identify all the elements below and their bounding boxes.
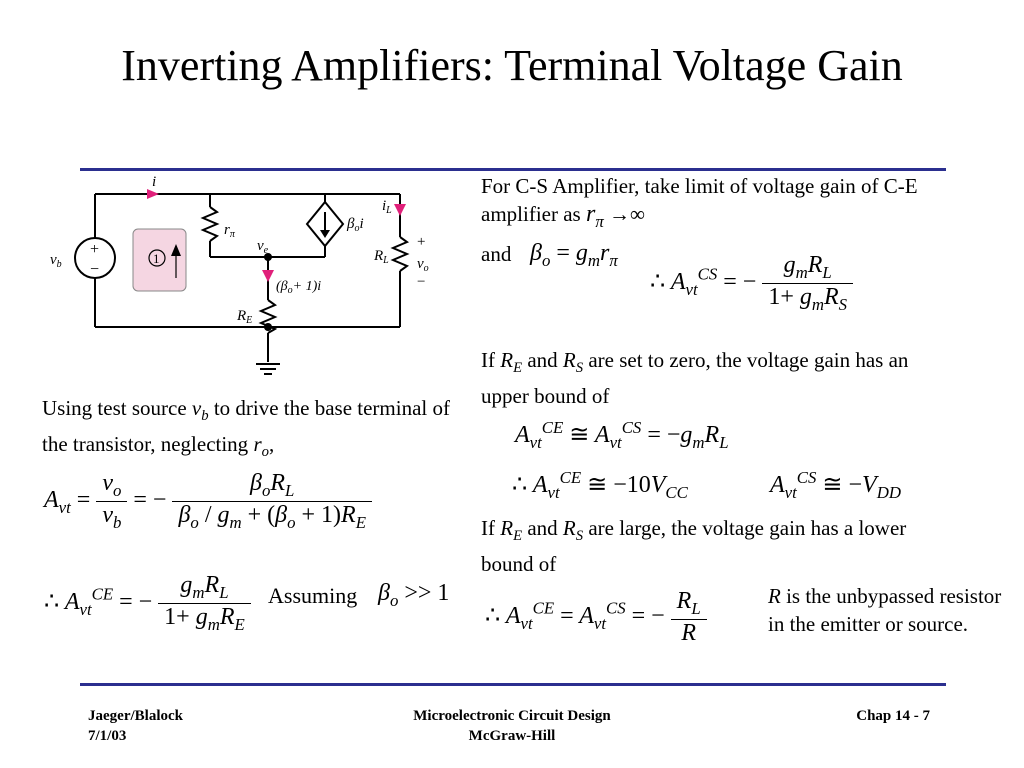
footer-authors: Jaeger/Blalock 7/1/03 xyxy=(88,708,183,744)
footer-book: Microelectronic Circuit Design McGraw-Hi… xyxy=(413,708,611,744)
unbypassed-text: R is the unbypassed resistor in the emit… xyxy=(768,584,1002,636)
bottom-rule xyxy=(80,683,946,686)
svg-text:(βo+ 1)i: (βo+ 1)i xyxy=(276,279,321,296)
beta-eq: βo = gmrπ xyxy=(530,240,618,270)
label-rl: R xyxy=(373,248,383,264)
vo-plus: + xyxy=(417,234,425,250)
label-vo: v xyxy=(417,256,424,272)
label-current-sub: o xyxy=(288,285,293,296)
label-ve-sub: e xyxy=(264,245,269,256)
loop-label: 1 xyxy=(153,251,160,266)
cs-text: For C-S Amplifier, take limit of voltage… xyxy=(481,174,918,231)
label-il: i xyxy=(382,198,386,214)
svg-text:βoi: βoi xyxy=(346,216,364,234)
vo-minus: − xyxy=(417,274,425,290)
label-rpi-sub: π xyxy=(230,229,236,240)
label-beta-tail: i xyxy=(359,216,363,232)
top-rule xyxy=(80,168,946,171)
test-source-text: Using test source vb to drive the base t… xyxy=(42,396,450,461)
label-current-tail: + 1)i xyxy=(293,279,322,294)
cs-approx-eq: AvtCS ≅ −VDD xyxy=(770,468,901,503)
svg-text:vo: vo xyxy=(417,256,429,274)
label-vb: v xyxy=(50,252,57,268)
svg-text:−: − xyxy=(90,261,99,278)
assuming-text: Assuming xyxy=(268,583,358,608)
label-i: i xyxy=(152,174,156,190)
cs-text-line: For C-S Amplifier, take limit of voltage… xyxy=(481,174,918,226)
slide-title: Inverting Amplifiers: Terminal Voltage G… xyxy=(121,41,903,90)
label-vb-sub: b xyxy=(57,259,62,270)
label-current: (β xyxy=(276,279,288,294)
assuming-eq: βo >> 1 xyxy=(378,580,450,610)
label-ve: v xyxy=(257,238,264,254)
footer-chapter: Chap 14 - 7 xyxy=(856,708,930,724)
ce-approx-eq: ∴ AvtCE ≅ −10VCC xyxy=(512,468,688,503)
label-re: R xyxy=(236,308,246,324)
svg-text:ve: ve xyxy=(257,238,269,256)
label-beta: β xyxy=(346,216,355,232)
label-il-sub: L xyxy=(385,205,392,216)
label-rl-sub: L xyxy=(382,255,389,266)
svg-text:RL: RL xyxy=(373,248,389,266)
upper-bound-eq: AvtCE ≅ AvtCS = −gmRL xyxy=(515,418,729,453)
svg-text:RE: RE xyxy=(236,308,252,326)
lower-bound-text: If RE and RS are large, the voltage gain… xyxy=(481,516,907,577)
label-beta-sub: o xyxy=(354,223,359,234)
and-text: and xyxy=(481,242,512,266)
svg-text:rπ: rπ xyxy=(224,222,236,240)
label-rpi: r xyxy=(224,222,230,238)
upper-bound-text: If RE and RS are set to zero, the voltag… xyxy=(481,348,909,409)
svg-text:iL: iL xyxy=(382,198,392,216)
svg-text:vb: vb xyxy=(50,252,62,270)
label-vo-sub: o xyxy=(424,263,429,274)
circuit-diagram: + − 1 i vb rπ ve βoi iL RL + vo − (βo+ 1… xyxy=(50,174,429,375)
label-re-sub: E xyxy=(245,315,252,326)
svg-text:+: + xyxy=(90,241,99,258)
